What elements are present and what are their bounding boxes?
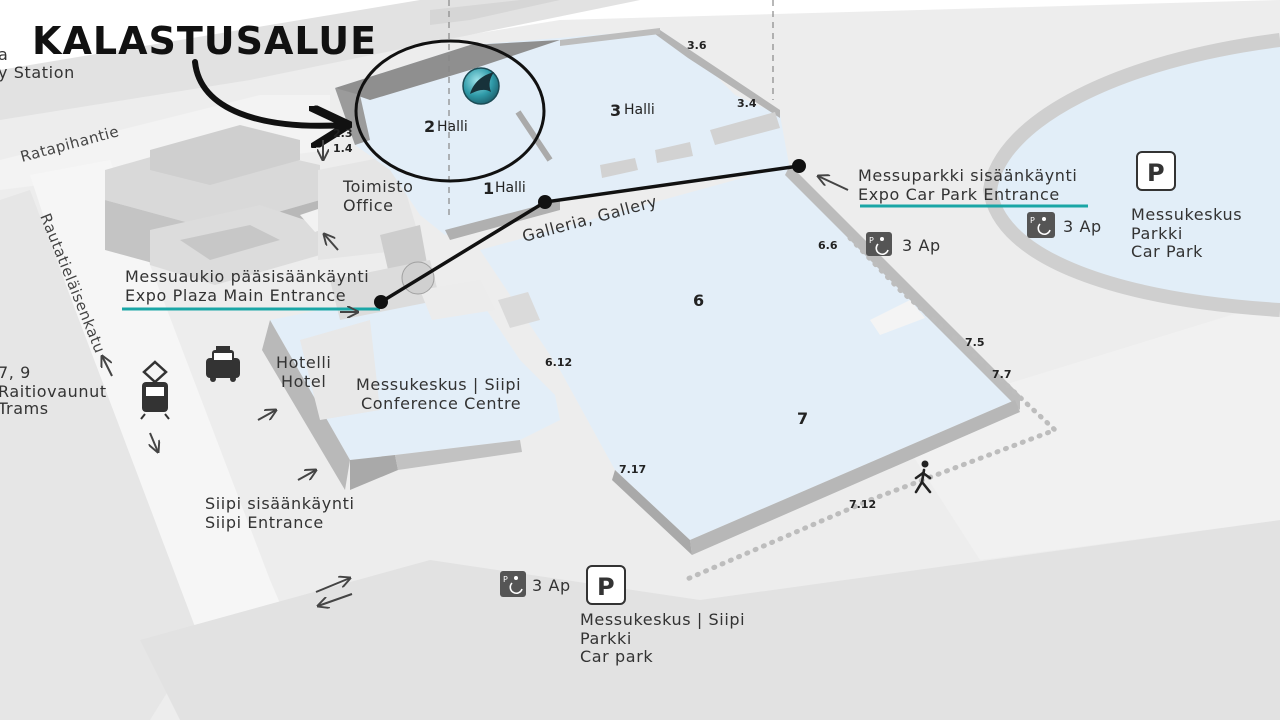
door-7-17: 7.17 (619, 463, 646, 476)
hotel-fi: Hotelli (276, 353, 331, 372)
hall-3-number: 3 (610, 101, 621, 120)
station-line1: a (0, 45, 8, 64)
siipi-entrance-en: Siipi Entrance (205, 513, 324, 532)
car-park-entrance-fi: Messuparkki sisäänkäynti (858, 166, 1077, 185)
door-7-12: 7.12 (849, 498, 876, 511)
hall-2-number: 2 (424, 117, 435, 136)
parking-south-line1: Messukeskus | Siipi (580, 610, 745, 629)
walking-path (682, 235, 1060, 583)
trams-line2: Raitiovaunut (0, 382, 107, 401)
parking-south-line2: Parkki (580, 629, 632, 648)
pedestrian-icon (914, 460, 932, 494)
hall-1-number: 1 (483, 179, 494, 198)
accessible-label-1: 3 Ap (902, 236, 941, 255)
map-title: KALASTUSALUE (32, 19, 377, 63)
direction-arrows (102, 140, 352, 606)
hall-1-word: Halli (495, 180, 526, 196)
svg-text:P: P (869, 236, 874, 245)
parking-sign-east: P (1136, 151, 1176, 191)
hall-7-number: 7 (797, 409, 808, 428)
car-park-east-area (982, 33, 1280, 317)
trams-line1: 7, 9 (0, 363, 31, 382)
accessible-parking-icon: P (1027, 212, 1055, 238)
accessible-label-3: 3 Ap (532, 576, 571, 595)
siipi-entrance-fi: Siipi sisäänkäynti (205, 494, 355, 513)
trams-line3: Trams (0, 399, 49, 418)
svg-text:P: P (503, 575, 508, 584)
hall-2-word: Halli (437, 119, 468, 135)
office-en: Office (343, 196, 394, 215)
station-line2: y Station (0, 63, 75, 82)
main-entrance-en: Expo Plaza Main Entrance (125, 286, 346, 305)
parking-east-line1: Messukeskus (1131, 205, 1242, 224)
tram-icon (140, 360, 170, 420)
parking-sign-south: P (586, 565, 626, 605)
fishing-area-highlight (354, 39, 546, 183)
hall-6-number: 6 (693, 291, 704, 310)
parking-east-line3: Car Park (1131, 242, 1203, 261)
fish-badge-icon (462, 67, 500, 105)
accessible-parking-icon: P (500, 571, 526, 597)
door-3-4: 3.4 (737, 97, 757, 110)
door-6-12: 6.12 (545, 356, 572, 369)
conference-line1: Messukeskus | Siipi (356, 375, 521, 394)
door-1-4: 1.4 (333, 142, 353, 155)
parking-south-line3: Car park (580, 647, 653, 666)
main-entrance-fi: Messuaukio pääsisäänkäynti (125, 267, 369, 286)
hall-3-word: Halli (624, 102, 655, 118)
car-park-entrance-en: Expo Car Park Entrance (858, 185, 1060, 204)
conference-line2: Conference Centre (361, 394, 521, 413)
hotel-en: Hotel (281, 372, 326, 391)
parking-south-symbol: P (597, 573, 615, 601)
west-buildings (105, 125, 345, 285)
road-rautatielaisenkatu (30, 160, 330, 720)
parking-east-symbol: P (1147, 159, 1165, 187)
parking-east-line2: Parkki (1131, 224, 1183, 243)
title-pointer-arrow (192, 59, 345, 126)
door-7-7: 7.7 (992, 368, 1012, 381)
door-6-6: 6.6 (818, 239, 838, 252)
halls-67-block (480, 165, 1020, 555)
car-park-entrance-arrow (818, 176, 849, 191)
office-fi: Toimisto (342, 177, 414, 196)
door-2-3: 2.3 (333, 127, 353, 140)
accessible-parking-icon: P (866, 232, 892, 256)
entrance-connector-line (374, 159, 806, 309)
taxi-icon (206, 346, 240, 382)
svg-text:P: P (1030, 216, 1035, 225)
door-7-5: 7.5 (965, 336, 985, 349)
door-3-6: 3.6 (687, 39, 707, 52)
accessible-label-2: 3 Ap (1063, 217, 1102, 236)
